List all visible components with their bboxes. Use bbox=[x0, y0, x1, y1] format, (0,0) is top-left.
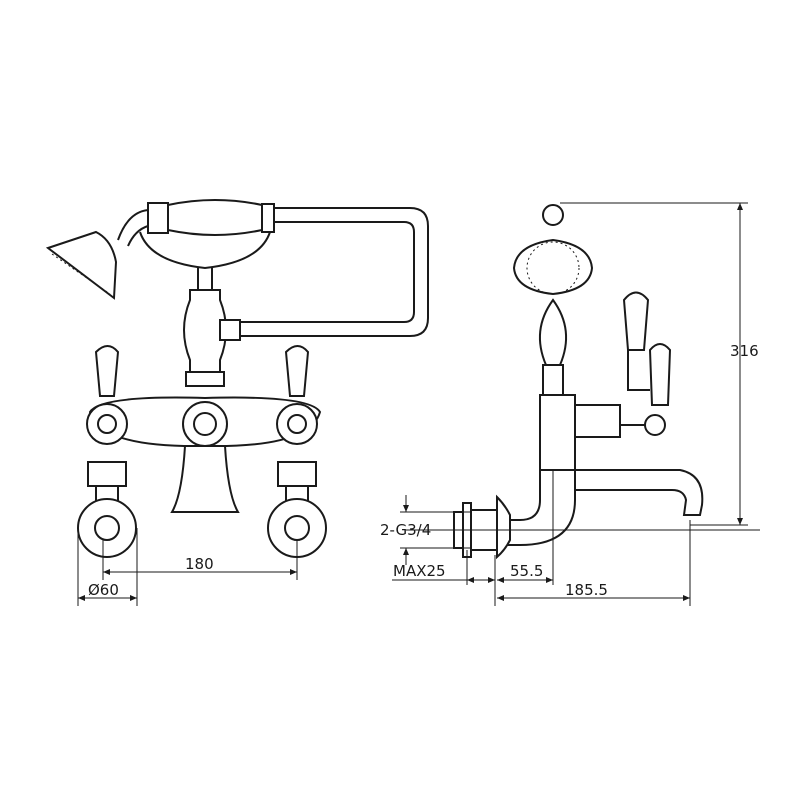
dim-plate-diameter: Ø60 bbox=[88, 581, 119, 599]
valve-right-inner bbox=[287, 414, 307, 434]
hook bbox=[542, 204, 564, 226]
handset-end bbox=[147, 202, 169, 234]
plate-right-inner bbox=[284, 515, 310, 541]
plate-left-inner bbox=[94, 515, 120, 541]
side-view bbox=[453, 204, 704, 560]
lever-left bbox=[94, 345, 120, 397]
center-boss-inner bbox=[193, 412, 217, 436]
nut-left bbox=[87, 461, 127, 487]
dim-thread: 2-G3/4 bbox=[380, 521, 431, 539]
shower-head-holes bbox=[51, 253, 111, 295]
spray-holes bbox=[526, 241, 580, 295]
handset-neck bbox=[117, 209, 149, 247]
valve-left-inner bbox=[97, 414, 117, 434]
dim-spout-reach: 185.5 bbox=[565, 581, 608, 599]
side-shower-head bbox=[512, 238, 594, 296]
side-lever-back bbox=[622, 291, 650, 351]
dim-wall-to-body: 55.5 bbox=[510, 562, 543, 580]
wall-flange bbox=[496, 494, 511, 560]
supply-elbow bbox=[505, 470, 576, 546]
center-nut bbox=[185, 371, 225, 387]
side-body bbox=[539, 394, 576, 471]
hose bbox=[240, 207, 429, 337]
lever-right bbox=[284, 345, 310, 397]
dim-height: 316 bbox=[730, 342, 759, 360]
dim-max-thickness: MAX25 bbox=[393, 562, 446, 580]
dim-centers: 180 bbox=[185, 555, 214, 573]
nut-right bbox=[277, 461, 317, 487]
side-lever-arm bbox=[627, 350, 650, 391]
side-lever-front bbox=[648, 343, 672, 406]
front-view bbox=[45, 199, 429, 558]
handset-collar bbox=[261, 203, 275, 233]
side-handset bbox=[538, 298, 568, 366]
spout bbox=[574, 469, 704, 516]
hose-connector bbox=[219, 319, 241, 341]
dimensions: 316 180 Ø60 2-G3/4 MAX25 55.5 185.5 bbox=[77, 202, 760, 606]
shower-head bbox=[45, 230, 118, 300]
side-valve-cap bbox=[644, 414, 666, 436]
side-stem bbox=[542, 364, 564, 396]
spout-front bbox=[170, 445, 240, 513]
cradle bbox=[139, 231, 271, 290]
handset-handle bbox=[167, 199, 263, 236]
side-valve bbox=[574, 404, 621, 438]
